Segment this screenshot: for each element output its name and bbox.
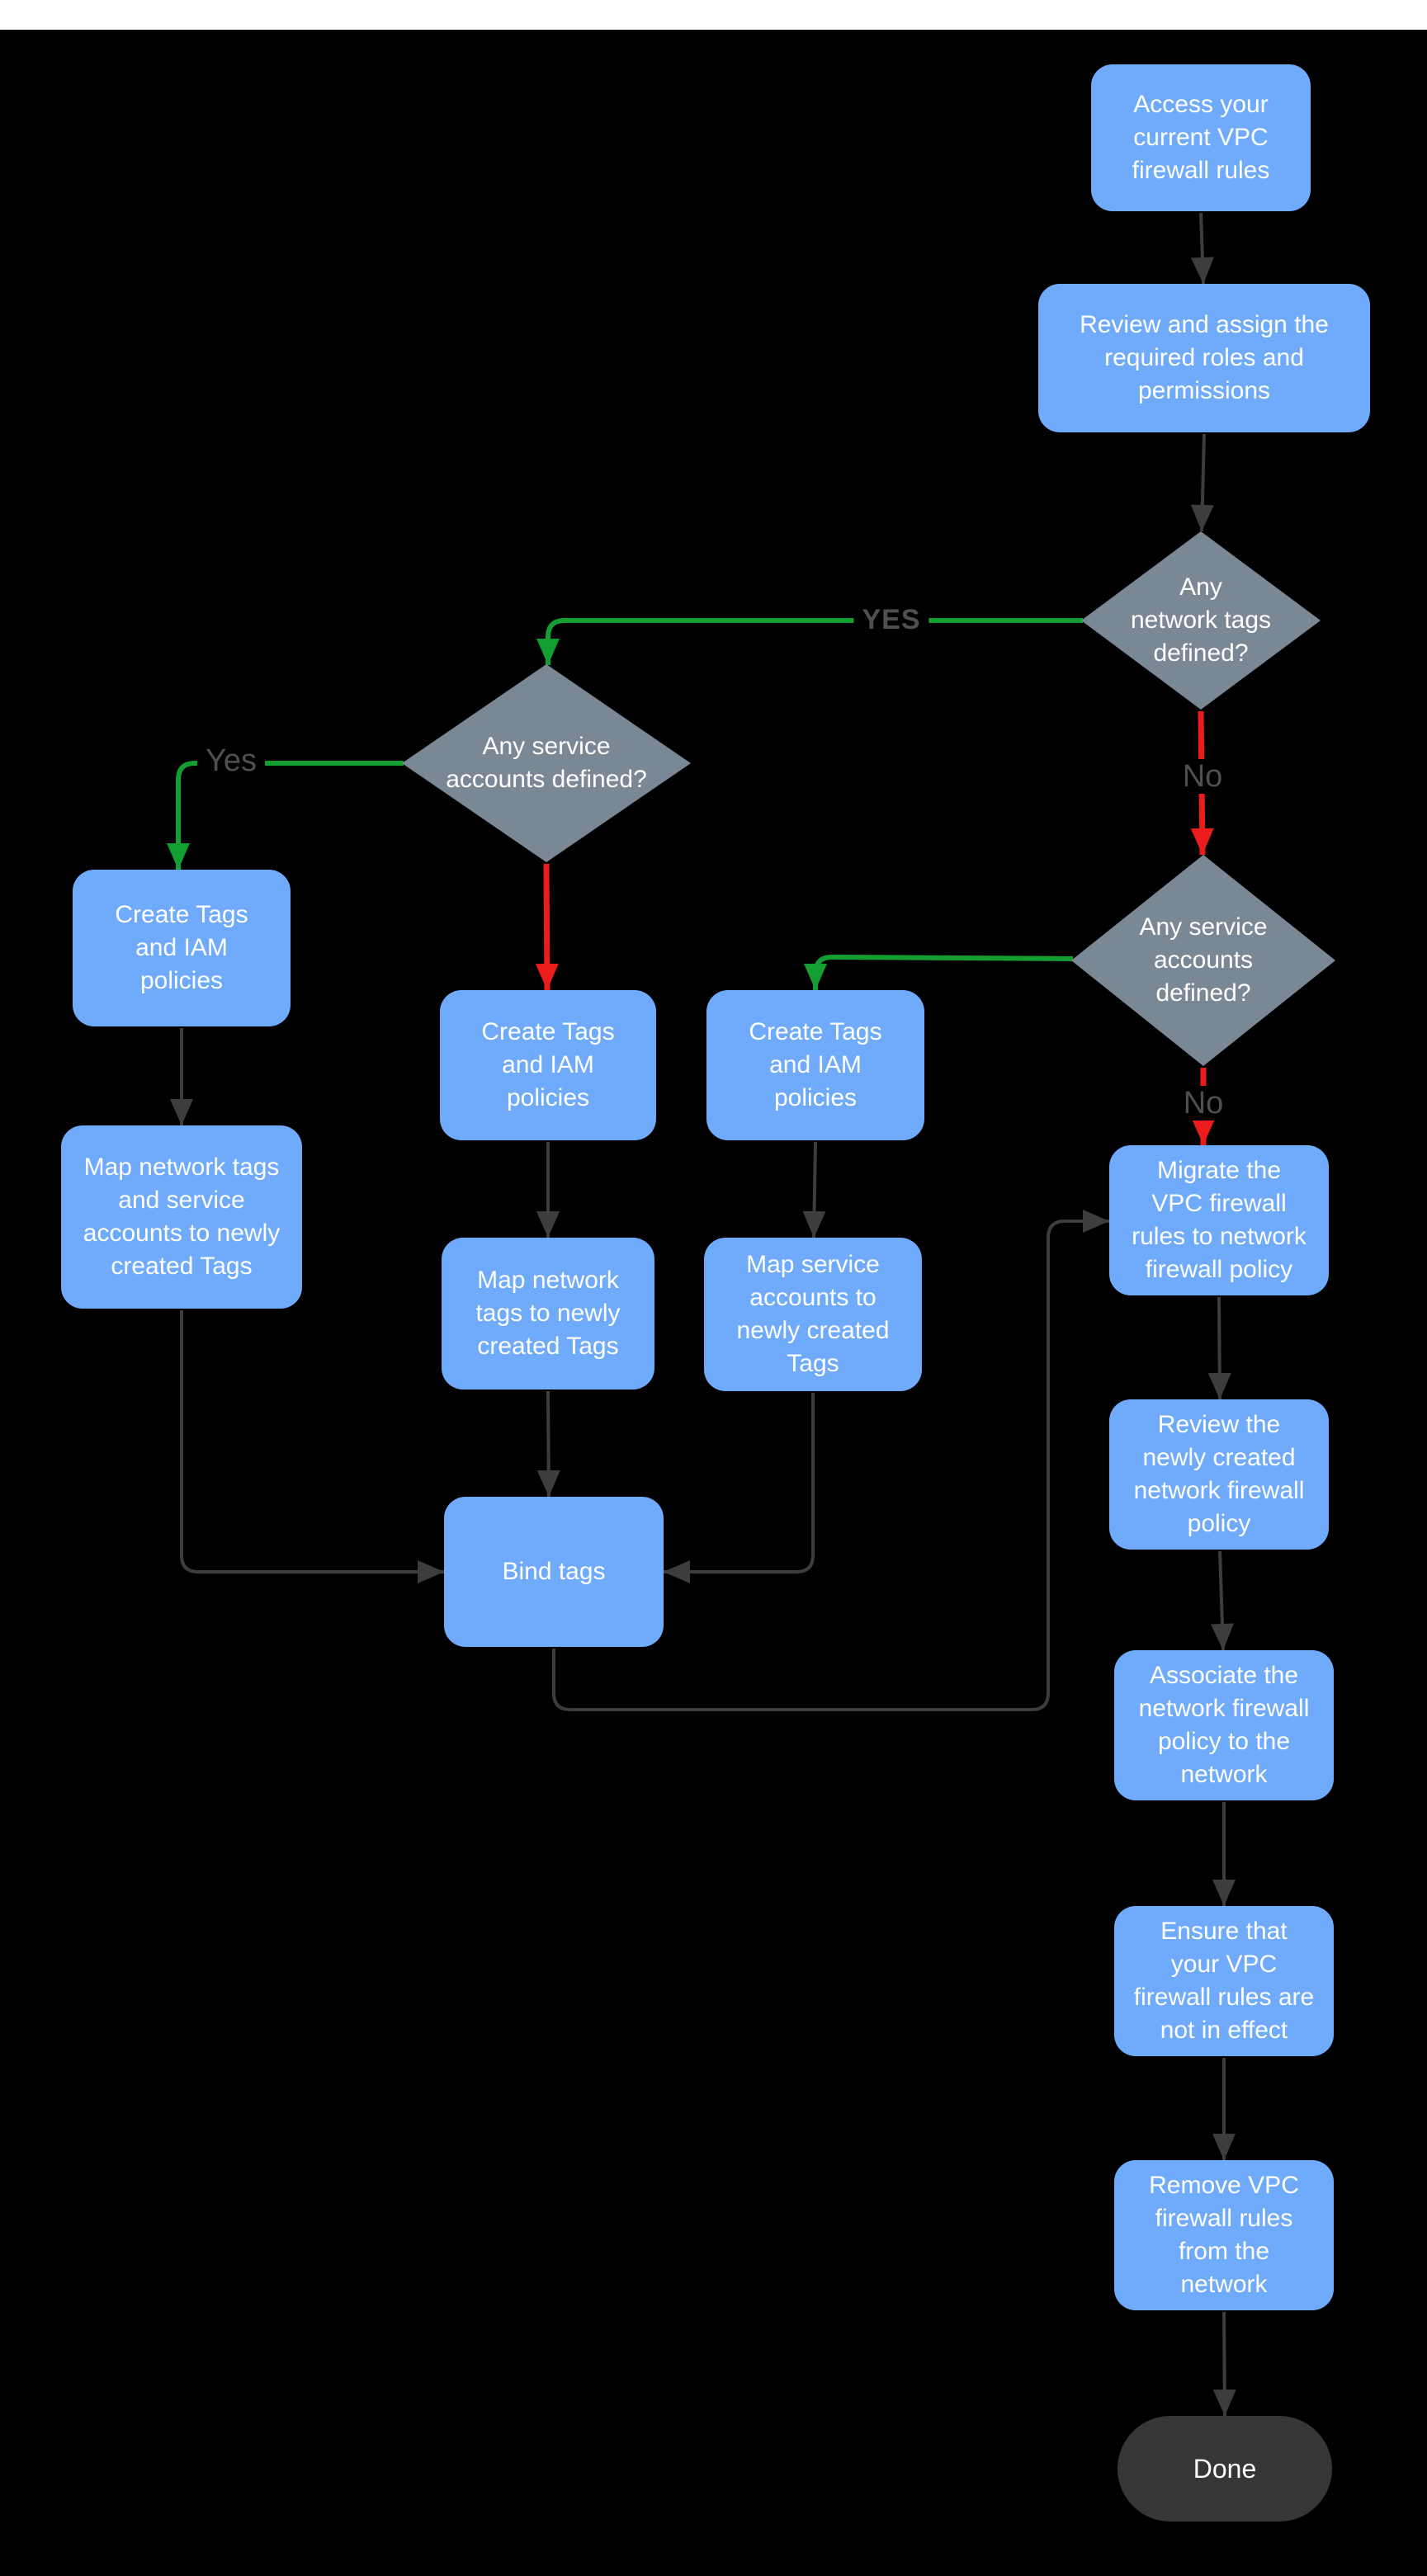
node-label: Map network tags to newly created Tags <box>475 1267 621 1360</box>
node-label: Any service accounts defined? <box>1139 913 1268 1007</box>
edge-yes-service-accounts-right <box>804 954 1074 990</box>
edge-access-to-review <box>1190 212 1214 285</box>
node-label: Associate the network firewall policy to… <box>1138 1662 1310 1788</box>
edge-map-left-to-bind <box>180 1310 444 1583</box>
node-create-tags-mid: Create Tags and IAM policies <box>440 990 656 1140</box>
node-review-roles: Review and assign the required roles and… <box>1038 284 1370 432</box>
decision-service-accounts-right: Any service accounts defined? <box>1071 855 1335 1066</box>
node-done: Done <box>1118 2416 1332 2522</box>
node-label: Any network tags defined? <box>1130 573 1272 667</box>
node-label: Map service accounts to newly created Ta… <box>736 1251 890 1377</box>
edge-label-no-service-accounts: No <box>1174 1086 1232 1121</box>
node-label: Create Tags and IAM policies <box>115 901 248 994</box>
node-remove-rules: Remove VPC firewall rules from the netwo… <box>1114 2160 1334 2310</box>
edge-yes-service-accounts <box>167 761 404 870</box>
node-label: Ensure that your VPC firewall rules are … <box>1133 1918 1315 2044</box>
node-bind-tags: Bind tags <box>444 1497 664 1647</box>
node-label: Create Tags and IAM policies <box>481 1018 615 1111</box>
edge-create-right-to-map-right <box>802 1141 826 1238</box>
edge-label-yes-service-accounts: Yes <box>197 743 265 778</box>
node-create-tags-right: Create Tags and IAM policies <box>706 990 924 1140</box>
node-label: Bind tags <box>502 1558 606 1586</box>
node-create-tags-left: Create Tags and IAM policies <box>73 870 291 1026</box>
node-label: Access your current VPC firewall rules <box>1132 91 1270 184</box>
node-map-network-tags: Map network tags to newly created Tags <box>442 1238 654 1389</box>
decision-service-accounts-left: Any service accounts defined? <box>402 664 691 862</box>
edge-map-mid-to-bind <box>536 1390 560 1498</box>
edge-review-to-network-tags-decision <box>1190 433 1214 532</box>
node-migrate-rules: Migrate the VPC firewall rules to networ… <box>1109 1145 1329 1295</box>
top-white-bar <box>0 0 1427 30</box>
edge-remove-to-done <box>1212 2311 1236 2417</box>
node-ensure-not-in-effect: Ensure that your VPC firewall rules are … <box>1114 1906 1334 2056</box>
node-access-vpc-rules: Access your current VPC firewall rules <box>1091 64 1311 211</box>
node-label: Any service accounts defined? <box>446 733 647 793</box>
edge-no-service-accounts-left <box>535 863 559 991</box>
edge-map-right-to-bind <box>664 1393 815 1583</box>
node-associate-policy: Associate the network firewall policy to… <box>1114 1650 1334 1800</box>
node-review-policy: Review the newly created network firewal… <box>1109 1399 1329 1550</box>
edge-yes-network-tags <box>536 618 1083 665</box>
node-label: Create Tags and IAM policies <box>749 1018 882 1111</box>
node-map-tags-and-service-accounts: Map network tags and service accounts to… <box>61 1125 302 1309</box>
node-label: Done <box>1193 2453 1257 2484</box>
node-label: Remove VPC firewall rules from the netwo… <box>1149 2172 1299 2298</box>
node-label: Review the newly created network firewal… <box>1133 1411 1305 1537</box>
node-label: Migrate the VPC firewall rules to networ… <box>1132 1157 1307 1283</box>
edge-migrate-to-review-policy <box>1207 1296 1231 1400</box>
edge-label-no-network-tags: No <box>1174 759 1231 794</box>
node-label: Map network tags and service accounts to… <box>83 1154 281 1280</box>
node-label: Review and assign the required roles and… <box>1080 311 1329 404</box>
decision-network-tags: Any network tags defined? <box>1081 531 1321 710</box>
node-map-service-accounts: Map service accounts to newly created Ta… <box>704 1238 922 1391</box>
edge-review-policy-to-associate <box>1210 1550 1234 1651</box>
edge-label-yes-network-tags: YES <box>853 604 929 635</box>
